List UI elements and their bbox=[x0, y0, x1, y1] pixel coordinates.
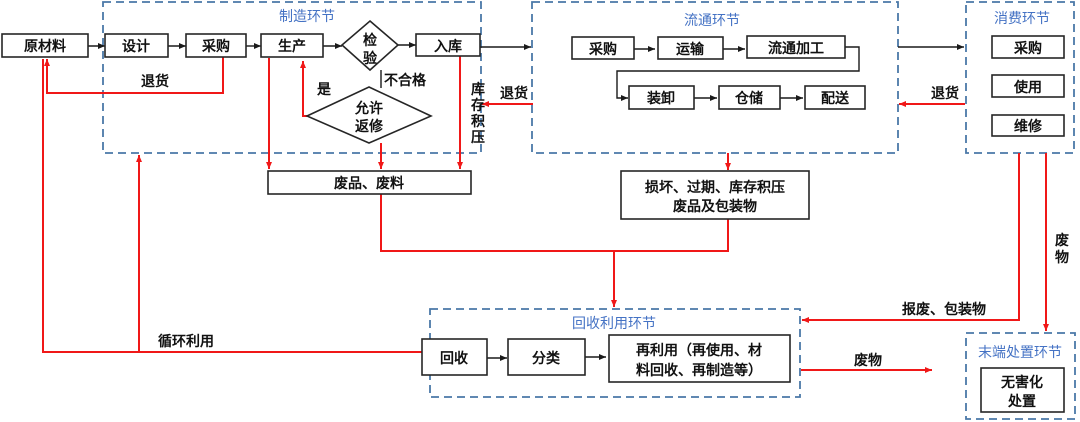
node-purchase-circulation[interactable]: 采购 bbox=[571, 36, 635, 60]
label-overstock-4: 压 bbox=[471, 130, 485, 146]
node-purchase-manufacturing[interactable]: 采购 bbox=[185, 33, 247, 58]
label-scrap-packaging: 报废、包装物 bbox=[902, 301, 986, 318]
svg-text:分类: 分类 bbox=[532, 350, 561, 367]
circulation-stage-frame bbox=[531, 1, 899, 154]
label-waste-vertical-1: 废 bbox=[1055, 232, 1069, 249]
node-sort[interactable]: 分类 bbox=[507, 338, 586, 376]
arrow-scrap-packaging-to-recycling bbox=[802, 153, 1020, 323]
svg-text:废品、废料: 废品、废料 bbox=[334, 175, 404, 192]
node-allow-rework[interactable]: 允许 返修 bbox=[305, 86, 433, 144]
node-production[interactable]: 生产 bbox=[260, 33, 324, 58]
label-yes: 是 bbox=[317, 82, 332, 98]
svg-text:维修: 维修 bbox=[1014, 118, 1043, 135]
line-scrap-join bbox=[380, 194, 729, 252]
svg-text:采购: 采购 bbox=[201, 38, 230, 55]
node-design[interactable]: 设计 bbox=[104, 33, 169, 58]
arrow-processing-to-loading bbox=[616, 46, 860, 101]
svg-text:允许: 允许 bbox=[354, 100, 383, 117]
node-repair[interactable]: 维修 bbox=[991, 114, 1065, 137]
label-overstock-1: 库 bbox=[471, 81, 485, 98]
node-harmless-disposal[interactable]: 无害化 处置 bbox=[980, 367, 1065, 413]
node-loading[interactable]: 装卸 bbox=[628, 85, 695, 110]
node-use[interactable]: 使用 bbox=[991, 74, 1065, 98]
consumption-stage-title: 消费环节 bbox=[994, 11, 1050, 27]
svg-text:料回收、再制造等）: 料回收、再制造等） bbox=[636, 362, 762, 379]
svg-text:采购: 采购 bbox=[588, 41, 617, 58]
recycling-stage-title: 回收利用环节 bbox=[572, 316, 656, 332]
svg-text:再利用（再使用、材: 再利用（再使用、材 bbox=[636, 342, 762, 359]
svg-text:生产: 生产 bbox=[278, 38, 306, 55]
svg-text:配送: 配送 bbox=[821, 90, 850, 107]
node-purchase-consumption[interactable]: 采购 bbox=[991, 35, 1065, 59]
svg-text:运输: 运输 bbox=[676, 41, 705, 58]
svg-text:废品及包装物: 废品及包装物 bbox=[673, 198, 757, 215]
circulation-stage-title: 流通环节 bbox=[684, 13, 740, 29]
svg-text:损坏、过期、库存积压: 损坏、过期、库存积压 bbox=[645, 179, 785, 196]
node-transport[interactable]: 运输 bbox=[657, 36, 724, 60]
svg-text:流通加工: 流通加工 bbox=[768, 40, 824, 57]
node-reuse[interactable]: 再利用（再使用、材 料回收、再制造等） bbox=[608, 334, 791, 383]
svg-text:入库: 入库 bbox=[434, 38, 462, 55]
manufacturing-stage-frame bbox=[102, 1, 482, 154]
node-scrap-waste[interactable]: 废品、废料 bbox=[267, 170, 472, 195]
svg-text:装卸: 装卸 bbox=[646, 90, 675, 107]
svg-text:处置: 处置 bbox=[1007, 393, 1036, 410]
label-unqualified: 不合格 bbox=[384, 72, 427, 89]
end-disposal-stage-title: 末端处置环节 bbox=[978, 345, 1062, 361]
node-recover[interactable]: 回收 bbox=[421, 338, 488, 376]
svg-text:检: 检 bbox=[363, 32, 377, 49]
svg-text:验: 验 bbox=[363, 50, 378, 67]
svg-text:原材料: 原材料 bbox=[24, 38, 66, 55]
node-storage[interactable]: 仓储 bbox=[718, 85, 781, 110]
svg-text:返修: 返修 bbox=[355, 118, 384, 135]
svg-text:采购: 采购 bbox=[1013, 40, 1042, 57]
svg-text:无害化: 无害化 bbox=[1000, 374, 1043, 391]
label-overstock-3: 积 bbox=[471, 113, 485, 130]
arrow-rework-yes bbox=[300, 61, 316, 117]
label-overstock-2: 存 bbox=[471, 97, 485, 114]
svg-text:回收: 回收 bbox=[440, 350, 469, 367]
label-return-manufacturing: 退货 bbox=[141, 73, 169, 90]
svg-text:使用: 使用 bbox=[1013, 79, 1042, 96]
label-recycle-use: 循环利用 bbox=[158, 333, 214, 350]
manufacturing-stage-title: 制造环节 bbox=[279, 9, 335, 25]
node-inspection[interactable]: 检 验 bbox=[340, 19, 400, 72]
end-disposal-stage-frame bbox=[965, 332, 1076, 420]
node-warehousing[interactable]: 入库 bbox=[415, 33, 481, 57]
node-damaged-expired[interactable]: 损坏、过期、库存积压 废品及包装物 bbox=[620, 170, 810, 220]
label-waste-vertical-2: 物 bbox=[1055, 249, 1069, 266]
node-delivery[interactable]: 配送 bbox=[804, 85, 866, 110]
node-raw-material[interactable]: 原材料 bbox=[1, 33, 89, 58]
arrow-return-to-raw bbox=[44, 56, 224, 94]
label-waste-horizontal: 废物 bbox=[854, 352, 882, 369]
svg-text:设计: 设计 bbox=[122, 38, 150, 55]
node-circulation-processing[interactable]: 流通加工 bbox=[746, 35, 846, 59]
label-return-circulation: 退货 bbox=[500, 85, 528, 102]
svg-text:仓储: 仓储 bbox=[734, 90, 763, 107]
label-return-consumption: 退货 bbox=[931, 85, 959, 102]
line-recycle-to-raw bbox=[42, 59, 429, 353]
